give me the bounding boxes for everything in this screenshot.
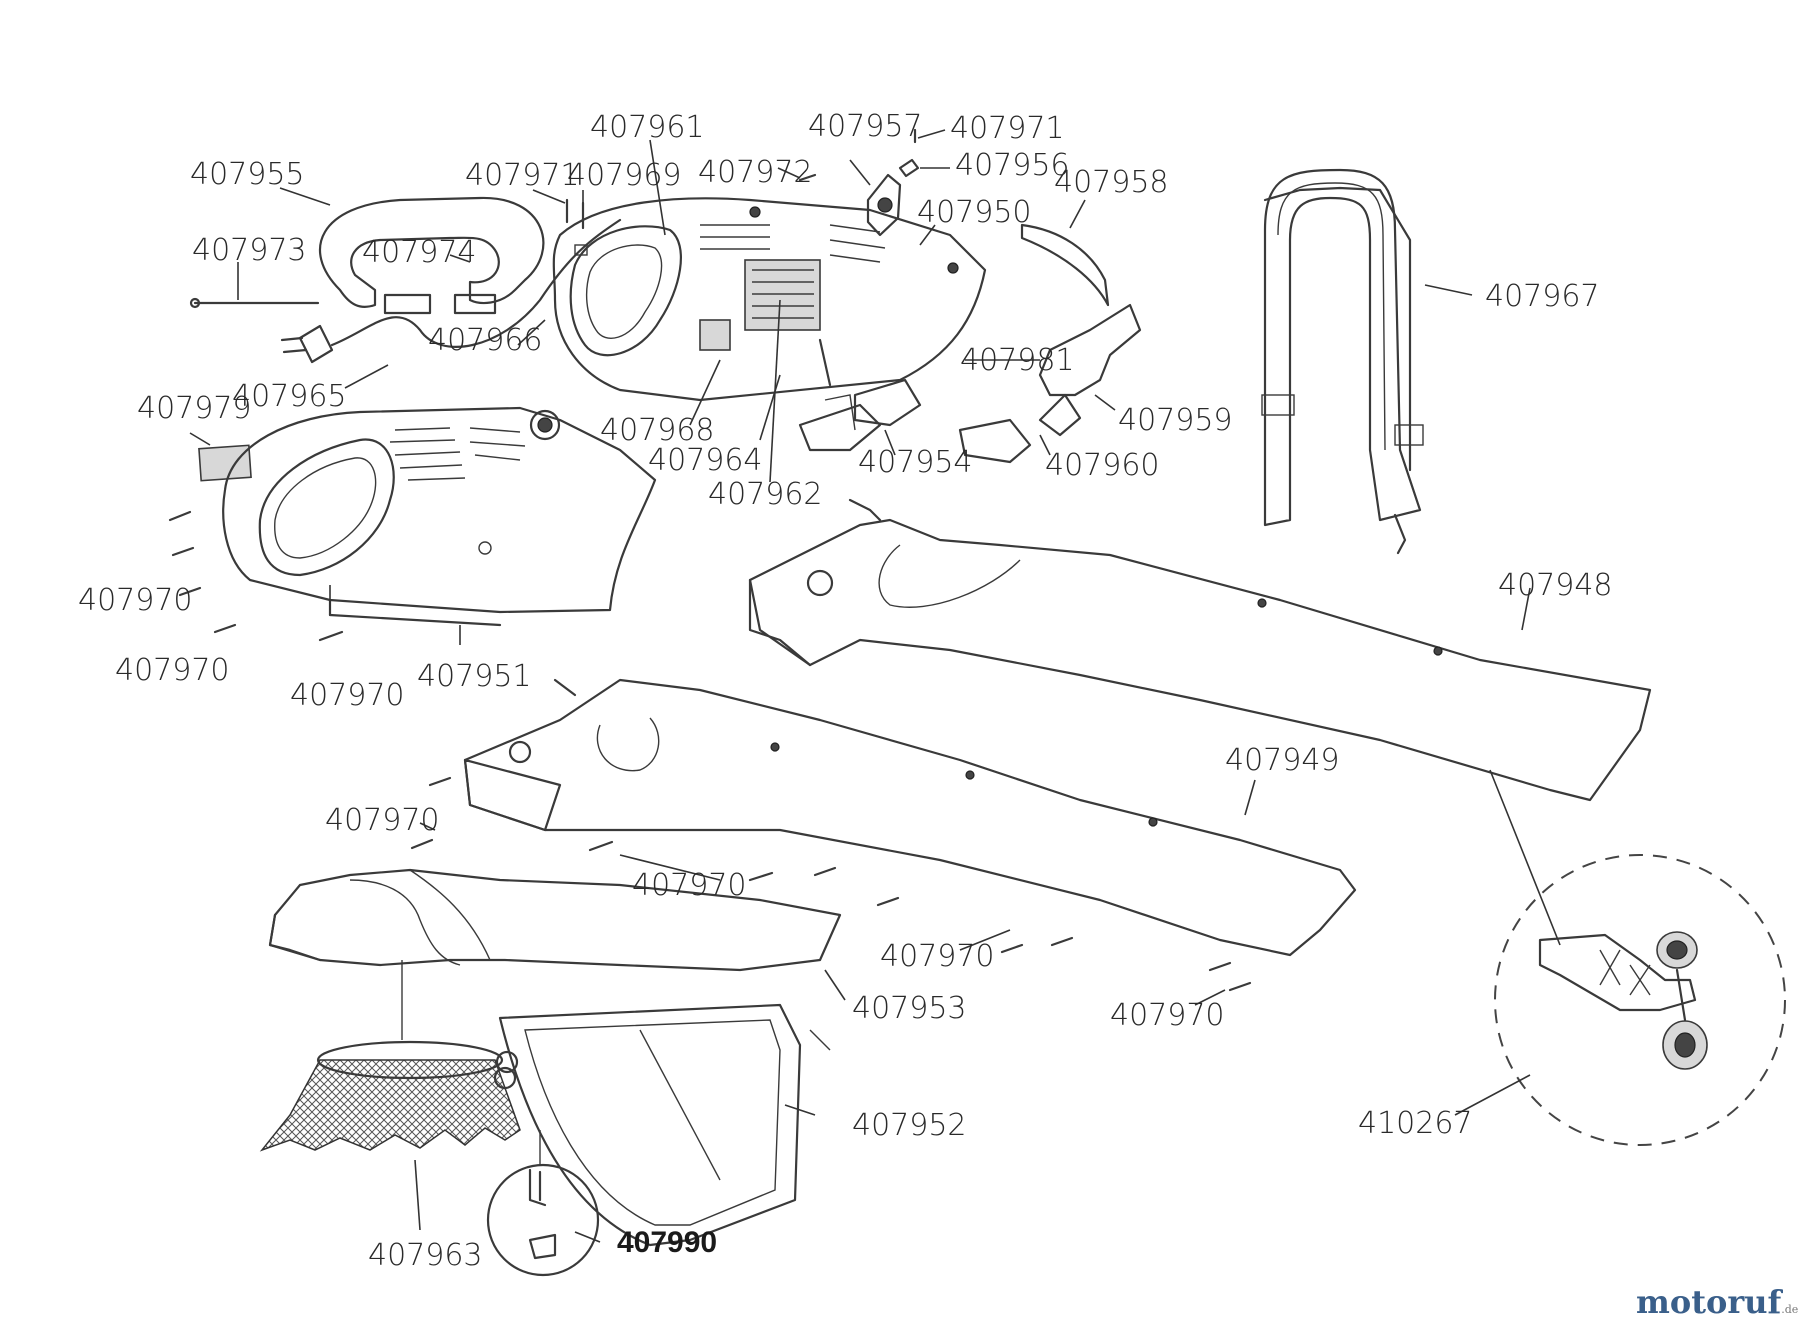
label-407974: 407974: [362, 235, 477, 270]
pin-part: [798, 173, 817, 182]
power-plug-part: [280, 218, 622, 364]
label-407959: 407959: [1118, 403, 1233, 438]
label-407965: 407965: [232, 379, 347, 414]
label-407949: 407949: [1225, 743, 1340, 778]
handle-loop-part: [319, 196, 545, 315]
curved-strip-part: [1020, 223, 1110, 307]
label-407952: 407952: [852, 1108, 967, 1143]
label-407954: 407954: [858, 445, 973, 480]
clip-detail-inset: [486, 1130, 600, 1277]
label-407970-e: 407970: [632, 868, 747, 903]
collection-bag-part: [259, 960, 521, 1152]
loose-screws: [168, 510, 1252, 992]
wheel-detail-inset: [1489, 769, 1786, 1146]
leader-lines: [189, 129, 1531, 1243]
label-407964: 407964: [648, 443, 763, 478]
collection-chute-part: [498, 1003, 831, 1247]
label-407972: 407972: [698, 155, 813, 190]
label-407966: 407966: [428, 323, 543, 358]
label-407970-g: 407970: [1110, 998, 1225, 1033]
small-bracket-parts: [798, 303, 1142, 464]
label-407953: 407953: [852, 991, 967, 1026]
housing-half-left-part: [222, 406, 657, 627]
nozzle-part: [268, 868, 842, 972]
blower-tube-upper-part: [748, 498, 1652, 802]
label-407955: 407955: [190, 157, 305, 192]
label-407961: 407961: [590, 110, 705, 145]
label-407948: 407948: [1498, 568, 1613, 603]
label-407981: 407981: [960, 343, 1075, 378]
label-407990: 407990: [617, 1226, 717, 1259]
label-407951: 407951: [417, 659, 532, 694]
label-407967: 407967: [1485, 279, 1600, 314]
label-407970-f: 407970: [880, 939, 995, 974]
label-407957: 407957: [808, 109, 923, 144]
label-407962: 407962: [708, 477, 823, 512]
label-407970-d: 407970: [325, 803, 440, 838]
shoulder-strap-part: [1261, 168, 1424, 555]
handle-screws-part: [565, 198, 588, 256]
label-407968: 407968: [600, 413, 715, 448]
label-407979: 407979: [137, 391, 252, 426]
watermark-logo: motoruf.de: [1636, 1283, 1798, 1321]
motor-housing-part: [552, 197, 987, 402]
label-407970-c: 407970: [290, 678, 405, 713]
label-407960: 407960: [1045, 448, 1160, 483]
label-407973: 407973: [192, 233, 307, 268]
label-407971-a: 407971: [465, 158, 580, 193]
label-407969: 407969: [567, 158, 682, 193]
blower-tube-lower-part: [463, 678, 1357, 957]
label-407956: 407956: [955, 148, 1070, 183]
switch-assembly-part: [866, 128, 920, 237]
part-number-labels: 407955 407973 407974 407971 407969 40796…: [78, 109, 1613, 1273]
label-407971-b: 407971: [950, 111, 1065, 146]
rod-part: [189, 297, 320, 309]
label-410267: 410267: [1358, 1106, 1473, 1141]
label-407958: 407958: [1054, 165, 1169, 200]
label-407963: 407963: [368, 1238, 483, 1273]
watermark-brand: motoruf: [1636, 1283, 1782, 1321]
watermark-suffix: .de: [1781, 1303, 1799, 1316]
label-407970-b: 407970: [115, 653, 230, 688]
label-407950: 407950: [917, 195, 1032, 230]
label-plate-part: [198, 444, 252, 482]
label-407970-a: 407970: [78, 583, 193, 618]
